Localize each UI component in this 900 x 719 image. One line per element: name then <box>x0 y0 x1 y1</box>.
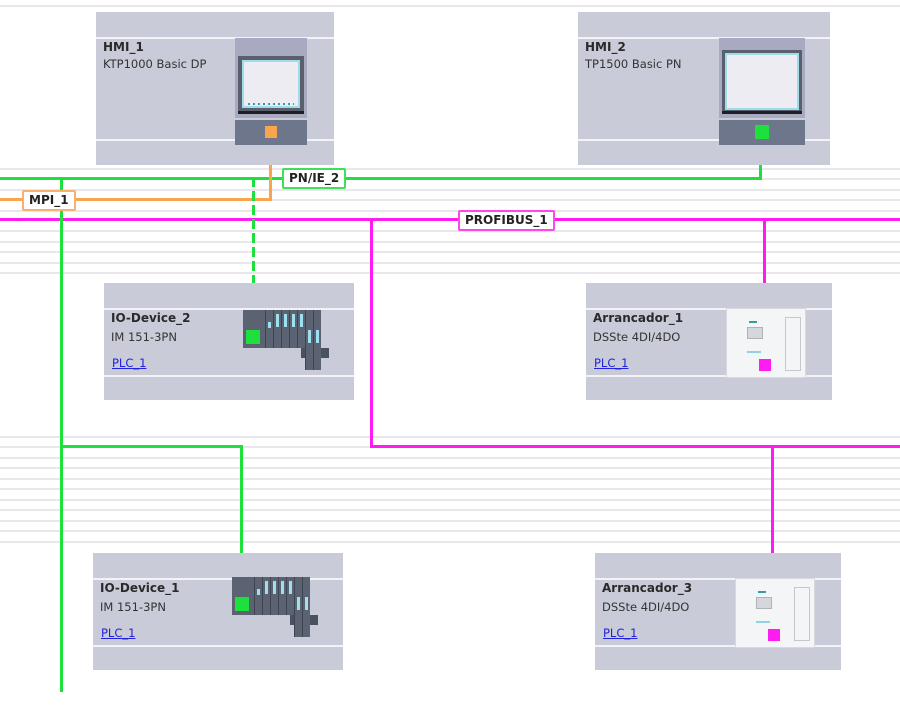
profibus-branch[interactable] <box>370 218 373 448</box>
plc-link[interactable]: PLC_1 <box>594 356 629 370</box>
mpi-drop-hmi1[interactable] <box>269 140 272 201</box>
motor-starter-icon <box>726 308 806 378</box>
profinet-trunk[interactable] <box>60 177 63 692</box>
device-type: IM 151-3PN <box>100 600 166 614</box>
profibus-bus[interactable] <box>0 218 900 221</box>
profibus-lower-bus[interactable] <box>370 445 900 448</box>
profibus-drop-arrancador-1[interactable] <box>763 218 766 306</box>
profinet-port-icon[interactable] <box>755 125 769 139</box>
network-label-profibus-1[interactable]: PROFIBUS_1 <box>458 210 555 231</box>
top-divider <box>0 5 900 7</box>
plc-link[interactable]: PLC_1 <box>112 356 147 370</box>
device-name: IO-Device_2 <box>111 311 191 325</box>
profibus-drop-arrancador-3[interactable] <box>771 445 774 578</box>
device-name: IO-Device_1 <box>100 581 180 595</box>
device-name: Arrancador_3 <box>602 581 693 595</box>
device-type: DSSte 4DI/4DO <box>602 600 690 614</box>
device-type: KTP1000 Basic DP <box>103 57 207 71</box>
device-io-device-1[interactable]: IO-Device_1 IM 151-3PN PLC_1 <box>93 553 343 670</box>
device-type: DSSte 4DI/4DO <box>593 330 681 344</box>
device-hmi-2[interactable]: HMI_2 TP1500 Basic PN <box>578 12 830 165</box>
device-io-device-2[interactable]: IO-Device_2 IM 151-3PN PLC_1 <box>104 283 354 400</box>
profibus-port-icon[interactable] <box>759 359 771 371</box>
device-name: HMI_1 <box>103 40 144 54</box>
plc-link[interactable]: PLC_1 <box>603 626 638 640</box>
mpi-port-icon[interactable] <box>265 126 277 138</box>
profinet-bus[interactable] <box>0 177 762 180</box>
network-label-pn-ie-2[interactable]: PN/IE_2 <box>282 168 347 189</box>
device-arrancador-3[interactable]: Arrancador_3 DSSte 4DI/4DO PLC_1 <box>595 553 841 670</box>
profibus-port-icon[interactable] <box>768 629 780 641</box>
device-arrancador-1[interactable]: Arrancador_1 DSSte 4DI/4DO PLC_1 <box>586 283 832 400</box>
device-name: Arrancador_1 <box>593 311 684 325</box>
profinet-drop-io1[interactable] <box>240 445 243 578</box>
hmi-port-block <box>235 120 307 145</box>
hmi-port-block <box>719 120 805 145</box>
profinet-drop-io2[interactable] <box>252 177 255 307</box>
device-name: HMI_2 <box>585 40 626 54</box>
device-hmi-1[interactable]: HMI_1 KTP1000 Basic DP <box>96 12 334 165</box>
mpi-bus[interactable] <box>0 198 272 201</box>
profinet-branch-io1[interactable] <box>60 445 243 448</box>
motor-starter-icon <box>735 578 815 648</box>
plc-link[interactable]: PLC_1 <box>101 626 136 640</box>
network-label-mpi-1[interactable]: MPI_1 <box>22 190 76 211</box>
device-type: IM 151-3PN <box>111 330 177 344</box>
device-type: TP1500 Basic PN <box>585 57 682 71</box>
